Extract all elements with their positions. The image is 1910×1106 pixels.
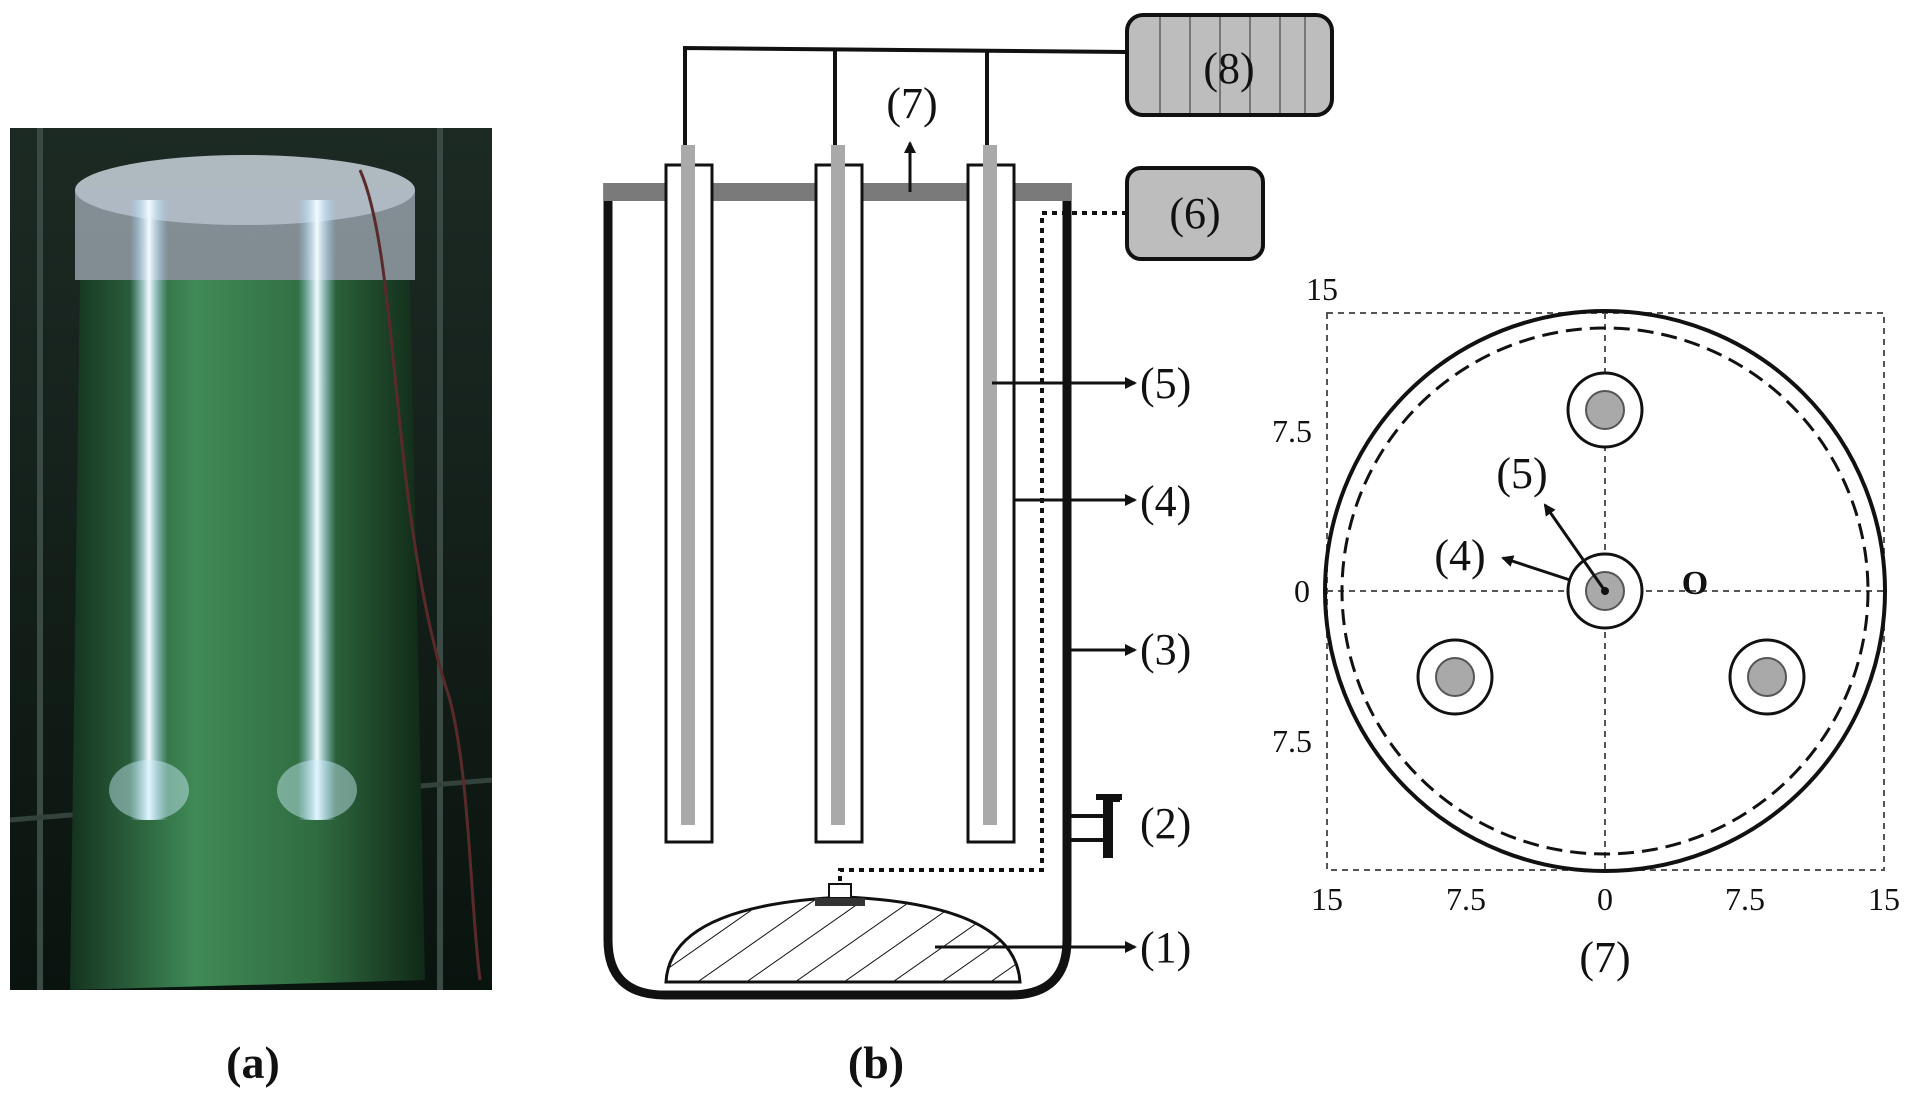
light-tube-left — [130, 200, 168, 820]
label-6: (6) — [1169, 189, 1220, 238]
label-3: (3) — [1140, 625, 1191, 674]
top-view-label-5: (5) — [1496, 449, 1547, 498]
lamp-right — [983, 145, 997, 825]
caption-b: (b) — [848, 1037, 904, 1088]
light-tube-right — [298, 200, 336, 820]
power-supply-stripes — [1159, 17, 1306, 113]
label-7: (7) — [886, 79, 937, 128]
lamp-lower-left — [1435, 657, 1475, 697]
lamp-left — [681, 145, 695, 825]
vessel-wall — [603, 183, 1072, 1000]
power-wire — [683, 45, 1128, 145]
x-tick: 0 — [1597, 881, 1613, 917]
sparger — [664, 895, 1022, 984]
sampling-port-lower — [1067, 838, 1107, 855]
label-5: (5) — [1140, 359, 1191, 408]
label-8: (8) — [1203, 44, 1254, 93]
culture-body — [70, 280, 425, 990]
top-view-y-ticks: 15 7.5 0 7.5 — [1272, 271, 1338, 759]
glow-left — [109, 760, 189, 820]
sensor-line — [838, 211, 1127, 885]
lamp-lower-right — [1747, 657, 1787, 697]
lamp-top — [1585, 390, 1625, 430]
x-tick: 7.5 — [1446, 881, 1486, 917]
label-2: (2) — [1140, 799, 1191, 848]
vessel-outer-circle — [1323, 309, 1887, 873]
label-1: (1) — [1140, 923, 1191, 972]
x-tick: 15 — [1311, 881, 1343, 917]
y-tick: 7.5 — [1272, 413, 1312, 449]
y-tick: 7.5 — [1272, 723, 1312, 759]
arrow-tv-5 — [1543, 503, 1607, 592]
sparger-nozzle — [828, 883, 852, 899]
y-tick: 15 — [1306, 271, 1338, 307]
top-view-origin: O — [1682, 565, 1708, 602]
y-tick: 0 — [1294, 573, 1310, 609]
label-4: (4) — [1140, 477, 1191, 526]
cable — [358, 169, 482, 981]
x-tick: 7.5 — [1725, 881, 1765, 917]
sparger-base — [815, 898, 865, 906]
vessel-inner-circle — [1340, 326, 1870, 856]
top-view-caption: (7) — [1579, 933, 1630, 982]
top-view-panel — [1323, 309, 1887, 873]
reactor-top — [75, 190, 415, 280]
schematic-panel — [603, 45, 1137, 1000]
caption-a: (a) — [226, 1037, 280, 1088]
photo-panel — [9, 128, 493, 990]
glow-right — [277, 760, 357, 820]
arrow-tv-4 — [1501, 555, 1571, 582]
top-view-label-4: (4) — [1434, 531, 1485, 580]
x-tick: 15 — [1868, 881, 1900, 917]
top-view-x-ticks: 15 7.5 0 7.5 15 — [1311, 881, 1900, 917]
sensor-box — [1125, 166, 1265, 261]
lamp-mid — [831, 145, 845, 825]
